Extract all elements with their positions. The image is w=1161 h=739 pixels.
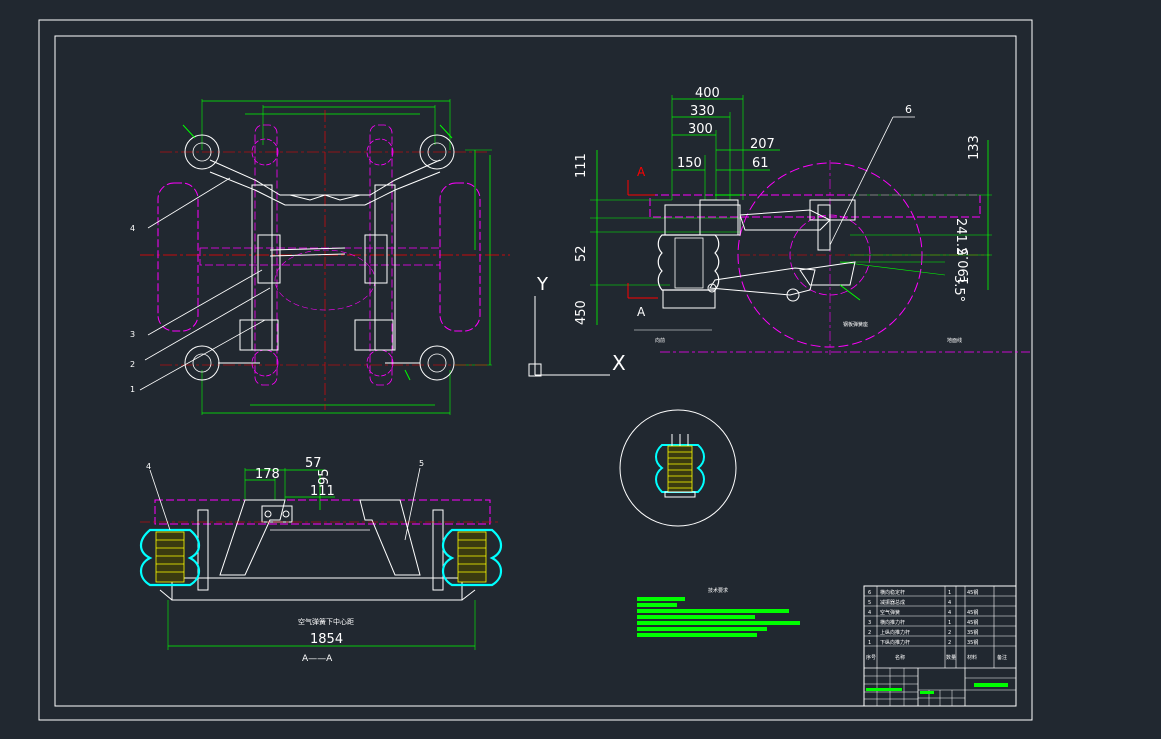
label-axle-seat: 钢板弹簧座 (843, 321, 868, 328)
dim-190-right: 190.5 (957, 248, 972, 285)
header-qty: 数量 (946, 654, 956, 661)
dim-95: 95 (317, 468, 332, 485)
dim-207: 207 (750, 137, 775, 152)
notes-title: 技术要求 (708, 587, 728, 594)
parts-row-name: 减振器总成 (880, 599, 905, 606)
dim-450-left: 450 (574, 300, 589, 325)
plan-view: 4 3 2 1 (130, 99, 510, 415)
parts-row-material: 45钢 (967, 619, 978, 626)
dim-1854: 1854 (310, 632, 343, 647)
label-ground-line: 地面线 (947, 337, 962, 344)
parts-row-qty: 4 (948, 610, 951, 616)
dim-300: 300 (688, 122, 713, 137)
parts-row-qty: 2 (948, 640, 951, 646)
parts-row-no: 6 (868, 590, 871, 596)
header-mat: 材料 (967, 654, 977, 661)
section-leader-4: 4 (146, 462, 151, 471)
dim-52-left: 52 (574, 245, 589, 262)
dim-133-right: 133 (967, 135, 982, 160)
parts-row-no: 3 (868, 620, 871, 626)
side-view: 400 330 300 207 150 61 111 52 450 A A 13… (574, 86, 1030, 355)
parts-row-no: 5 (868, 600, 871, 606)
plan-leader-1: 1 (130, 385, 135, 394)
parts-row-name: 空气弹簧 (880, 609, 900, 616)
dim-330: 330 (690, 104, 715, 119)
parts-row-name: 横向稳定杆 (880, 589, 905, 596)
side-leader-6: 6 (905, 103, 912, 116)
plan-leader-4: 4 (130, 224, 135, 233)
parts-table: 6 横向稳定杆 1 45钢 5 减振器总成 4 4 空气弹簧 4 45钢 3 横向推力杆 1 45钢 2 上纵向… (863, 585, 1017, 707)
dim-111: 111 (310, 484, 335, 499)
caption-spring-distance: 空气弹簧下中心距 (298, 617, 354, 626)
parts-row-name: 横向推力杆 (880, 619, 905, 626)
ucs-y-label: Y (536, 274, 549, 295)
parts-row-no: 4 (868, 610, 871, 616)
dim-57: 57 (305, 456, 322, 471)
parts-row-name: 上纵向推力杆 (880, 629, 910, 636)
dim-241-right: 241.2 (953, 218, 968, 255)
dim-111-left: 111 (574, 153, 589, 178)
header-note: 备注 (997, 654, 1007, 661)
parts-row-qty: 4 (948, 600, 951, 606)
header-name: 名称 (895, 654, 905, 661)
sheet-border-outer (38, 19, 1033, 721)
dim-400: 400 (695, 86, 720, 101)
plan-leader-3: 3 (130, 330, 135, 339)
header-no: 序号 (866, 654, 876, 661)
parts-row-material: 45钢 (967, 609, 978, 616)
technical-notes: 技术要求 (637, 587, 800, 637)
section-leader-5: 5 (419, 459, 424, 468)
parts-row-qty: 1 (948, 620, 951, 626)
section-a-a-view: 57 178 95 111 (139, 456, 503, 664)
label-front: 向前 (655, 337, 665, 344)
dim-61: 61 (752, 156, 769, 171)
section-title-a-a: A——A (302, 654, 333, 664)
parts-row-no: 2 (868, 630, 871, 636)
dim-150: 150 (677, 156, 702, 171)
detail-view-circle (619, 409, 737, 527)
parts-row-qty: 2 (948, 630, 951, 636)
plan-leader-2: 2 (130, 360, 135, 369)
ucs-icon: Y X (528, 274, 626, 377)
dim-178: 178 (255, 467, 280, 482)
parts-row-qty: 1 (948, 590, 951, 596)
section-mark-a-bottom: A (637, 305, 646, 319)
parts-row-material: 45钢 (967, 589, 978, 596)
parts-row-material: 35钢 (967, 629, 978, 636)
dim-3-5-deg: 3.5° (951, 275, 966, 302)
ucs-x-label: X (612, 351, 626, 375)
parts-row-name: 下纵向推力杆 (880, 639, 910, 646)
sheet-border-inner (54, 35, 1017, 707)
parts-row-no: 1 (868, 640, 871, 646)
section-mark-a-top: A (637, 165, 646, 179)
parts-row-material: 35钢 (967, 639, 978, 646)
